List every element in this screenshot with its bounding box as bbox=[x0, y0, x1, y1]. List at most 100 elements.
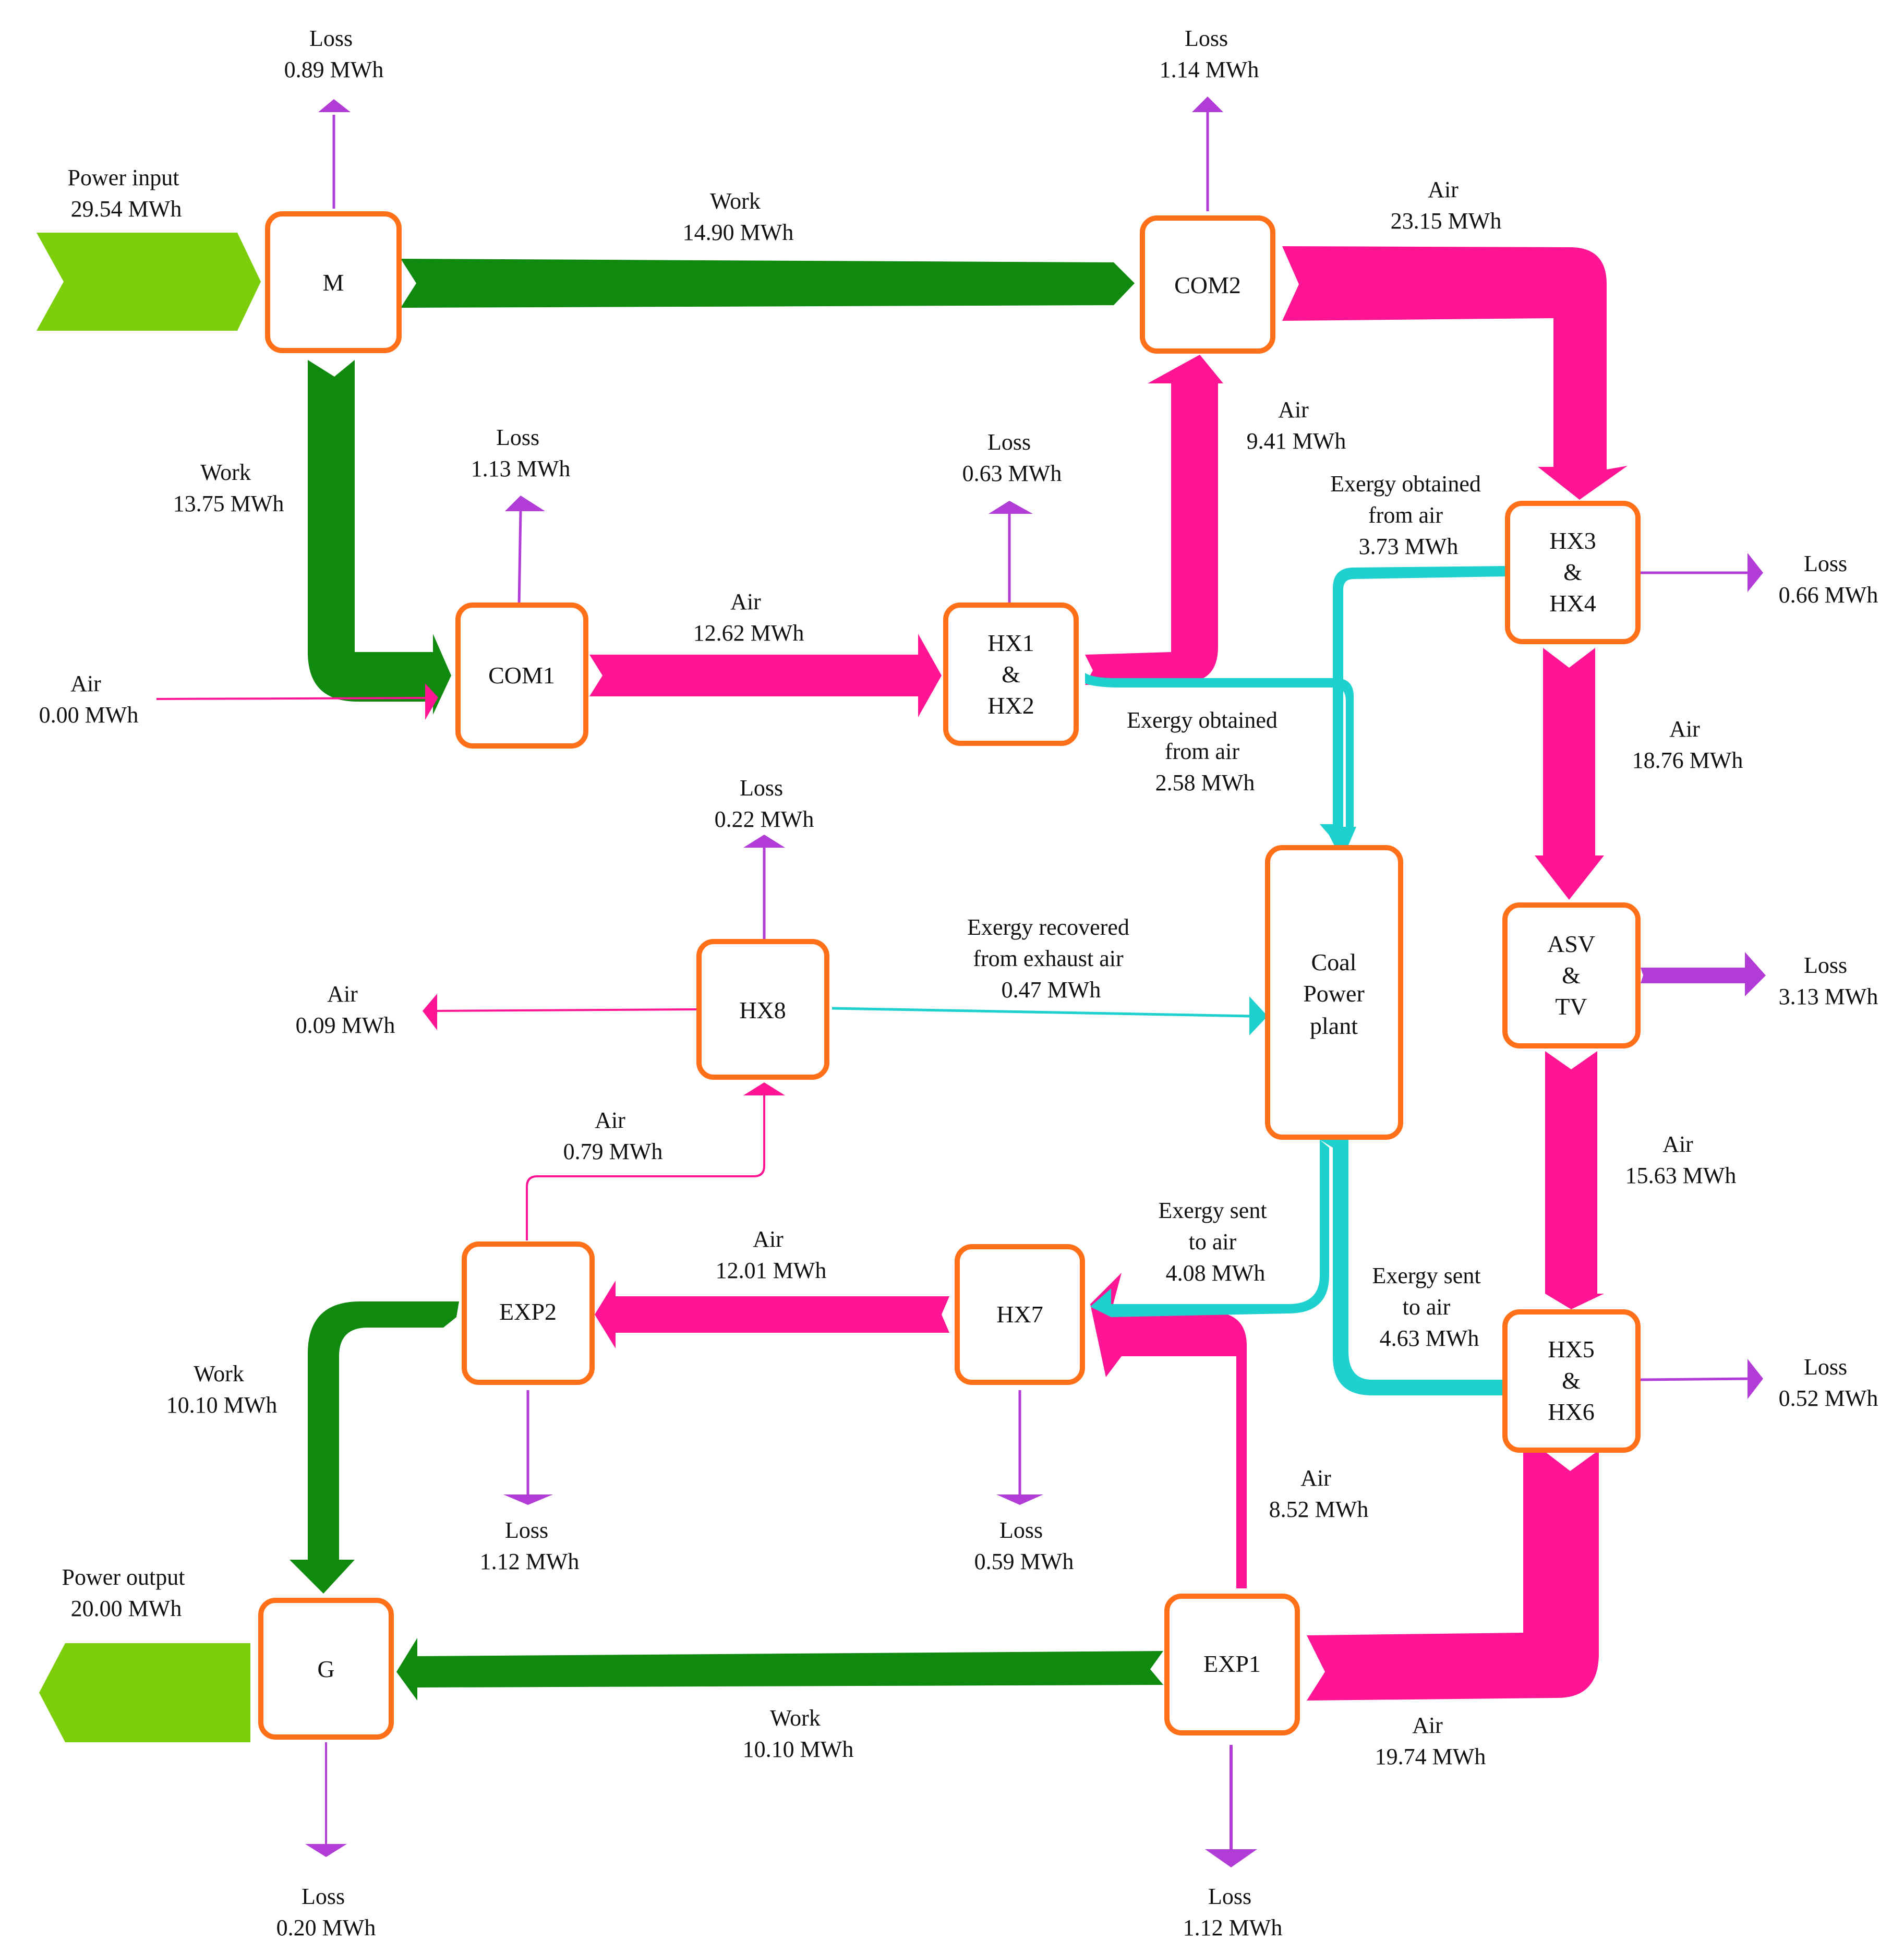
work-exp2-g-arrow bbox=[290, 1301, 459, 1594]
loss-com1-line bbox=[517, 511, 522, 606]
node-m: M bbox=[265, 211, 402, 353]
label-loss-com2-line-2: 1.14 MWh bbox=[1160, 57, 1259, 82]
loss-hx12-arrowhead bbox=[989, 501, 1033, 514]
label-exergy-coal-hx7-line-2: to air bbox=[1189, 1229, 1237, 1255]
work-exp1-g-arrow bbox=[396, 1638, 1163, 1701]
label-loss-exp2: Loss 1.12 MWh bbox=[480, 1517, 580, 1574]
node-g-label: G bbox=[317, 1656, 334, 1682]
label-air-exp2-hx8: Air 0.79 MWh bbox=[563, 1107, 663, 1164]
exergy-coal-hx7-arrow bbox=[1090, 1140, 1329, 1317]
label-air-hx7-exp2-line-2: 12.01 MWh bbox=[716, 1258, 827, 1283]
node-exp1-label: EXP1 bbox=[1203, 1650, 1261, 1677]
air-exp2-hx8-line bbox=[526, 1095, 765, 1240]
loss-asv-arrow bbox=[1641, 952, 1766, 996]
label-work-exp2-g-line-1: Work bbox=[194, 1361, 244, 1387]
node-hx8-box bbox=[696, 939, 829, 1080]
label-loss-asv-line-2: 3.13 MWh bbox=[1779, 984, 1878, 1009]
exergy-hx8-coal-arrowhead bbox=[1249, 996, 1268, 1035]
node-hx34: HX3 & HX4 bbox=[1505, 501, 1641, 644]
label-power-input: Power input 29.54 MWh bbox=[68, 165, 185, 222]
node-exp1: EXP1 bbox=[1164, 1594, 1300, 1735]
label-air-hx12-com2: Air 9.41 MWh bbox=[1247, 397, 1346, 454]
node-hx56: HX5 & HX6 bbox=[1502, 1309, 1641, 1453]
label-power-input-line-1: Power input bbox=[68, 165, 179, 190]
node-hx56-box bbox=[1502, 1309, 1641, 1453]
label-loss-hx12-line-2: 0.63 MWh bbox=[962, 461, 1062, 486]
node-asv-box bbox=[1502, 902, 1641, 1048]
label-air-com1-hx12-line-1: Air bbox=[730, 589, 761, 614]
label-power-output-line-2: 20.00 MWh bbox=[71, 1596, 182, 1621]
label-loss-com2: Loss 1.14 MWh bbox=[1160, 26, 1259, 82]
label-exergy-hx8-coal-line-3: 0.47 MWh bbox=[1002, 977, 1101, 1003]
label-loss-com1: Loss 1.13 MWh bbox=[471, 425, 571, 481]
label-air-hx8-out-line-1: Air bbox=[327, 981, 358, 1007]
air-hx8-out-arrowhead bbox=[423, 994, 437, 1030]
label-air-com2-hx34-line-2: 23.15 MWh bbox=[1391, 208, 1502, 234]
label-work-m-com1-line-1: Work bbox=[200, 460, 251, 485]
label-loss-com1-line-2: 1.13 MWh bbox=[471, 456, 571, 481]
work-m-com1-arrow bbox=[308, 360, 451, 715]
node-hx56-label-3: HX6 bbox=[1548, 1399, 1594, 1425]
label-loss-com1-line-1: Loss bbox=[496, 425, 539, 450]
label-exergy-hx34-coal: Exergy obtained from air 3.73 MWh bbox=[1330, 471, 1487, 559]
label-loss-m-line-2: 0.89 MWh bbox=[284, 57, 384, 82]
loss-hx34-arrowhead bbox=[1748, 553, 1763, 592]
label-air-hx7-exp2-line-1: Air bbox=[753, 1226, 784, 1252]
node-m-box bbox=[265, 211, 402, 353]
label-work-exp1-g: Work 10.10 MWh bbox=[743, 1705, 854, 1762]
label-air-hx56-exp1-line-1: Air bbox=[1412, 1713, 1443, 1738]
label-work-m-com2-line-1: Work bbox=[710, 188, 761, 214]
label-exergy-coal-hx56-line-1: Exergy sent bbox=[1372, 1263, 1480, 1288]
label-work-exp1-g-line-1: Work bbox=[770, 1705, 821, 1731]
node-hx34-box bbox=[1505, 501, 1641, 644]
label-loss-exp1-line-2: 1.12 MWh bbox=[1183, 1915, 1283, 1940]
label-loss-exp1: Loss 1.12 MWh bbox=[1183, 1884, 1283, 1940]
node-asv-label-3: TV bbox=[1555, 993, 1587, 1020]
label-loss-exp1-line-1: Loss bbox=[1208, 1884, 1251, 1909]
label-air-asv-hx56-line-1: Air bbox=[1662, 1131, 1693, 1157]
label-air-asv-hx56: Air 15.63 MWh bbox=[1625, 1131, 1737, 1188]
node-coal-box bbox=[1265, 845, 1403, 1140]
node-hx7-box bbox=[955, 1244, 1085, 1385]
node-com2-label: COM2 bbox=[1174, 272, 1241, 298]
label-exergy-hx12-coal-line-3: 2.58 MWh bbox=[1155, 770, 1255, 795]
label-loss-com2-line-1: Loss bbox=[1185, 26, 1228, 51]
label-loss-hx12: Loss 0.63 MWh bbox=[962, 429, 1062, 486]
label-air-hx12-com2-line-2: 9.41 MWh bbox=[1247, 428, 1346, 454]
label-loss-g: Loss 0.20 MWh bbox=[276, 1884, 376, 1940]
label-loss-hx56-line-1: Loss bbox=[1804, 1354, 1847, 1380]
air-com2-hx34-arrow bbox=[1282, 246, 1628, 500]
label-loss-g-line-2: 0.20 MWh bbox=[276, 1915, 376, 1940]
label-work-m-com1-line-2: 13.75 MWh bbox=[173, 491, 284, 516]
label-exergy-hx8-coal: Exergy recovered from exhaust air 0.47 M… bbox=[967, 914, 1135, 1003]
exergy-hx34-coal-arrow bbox=[1320, 566, 1507, 842]
label-air-hx56-exp1: Air 19.74 MWh bbox=[1375, 1713, 1486, 1769]
air-inlet-arrowhead bbox=[425, 683, 438, 720]
label-air-hx8-out: Air 0.09 MWh bbox=[296, 981, 395, 1038]
loss-hx56-line bbox=[1640, 1377, 1753, 1381]
label-air-exp1-hx7: Air 8.52 MWh bbox=[1269, 1465, 1369, 1522]
loss-hx8-arrowhead bbox=[743, 835, 785, 848]
label-exergy-coal-hx7-line-1: Exergy sent bbox=[1158, 1198, 1267, 1223]
label-loss-asv-line-1: Loss bbox=[1804, 953, 1847, 978]
air-hx12-com2-arrow bbox=[1085, 355, 1223, 685]
air-com1-hx12-arrow bbox=[589, 634, 942, 717]
air-inlet-line bbox=[156, 697, 426, 700]
air-hx56-exp1-arrow bbox=[1307, 1450, 1599, 1701]
label-air-hx8-out-line-2: 0.09 MWh bbox=[296, 1012, 395, 1038]
node-exp2-box bbox=[462, 1241, 595, 1385]
label-air-exp2-hx8-line-1: Air bbox=[595, 1107, 625, 1133]
label-exergy-hx34-coal-line-1: Exergy obtained bbox=[1330, 471, 1481, 497]
node-hx56-label-1: HX5 bbox=[1548, 1336, 1594, 1363]
loss-arrows bbox=[305, 97, 1766, 1867]
loss-exp1-arrowhead bbox=[1205, 1849, 1257, 1867]
label-work-m-com2-line-2: 14.90 MWh bbox=[683, 220, 794, 245]
label-air-hx34-asv-line-2: 18.76 MWh bbox=[1632, 748, 1743, 773]
label-exergy-coal-hx7: Exergy sent to air 4.08 MWh bbox=[1158, 1198, 1272, 1286]
label-exergy-coal-hx7-line-3: 4.08 MWh bbox=[1166, 1260, 1266, 1286]
loss-com2-arrowhead bbox=[1192, 97, 1223, 112]
air-hx8-out-line bbox=[432, 1008, 697, 1012]
label-exergy-hx34-coal-line-2: from air bbox=[1368, 502, 1443, 528]
label-air-in-line-2: 0.00 MWh bbox=[39, 702, 139, 728]
